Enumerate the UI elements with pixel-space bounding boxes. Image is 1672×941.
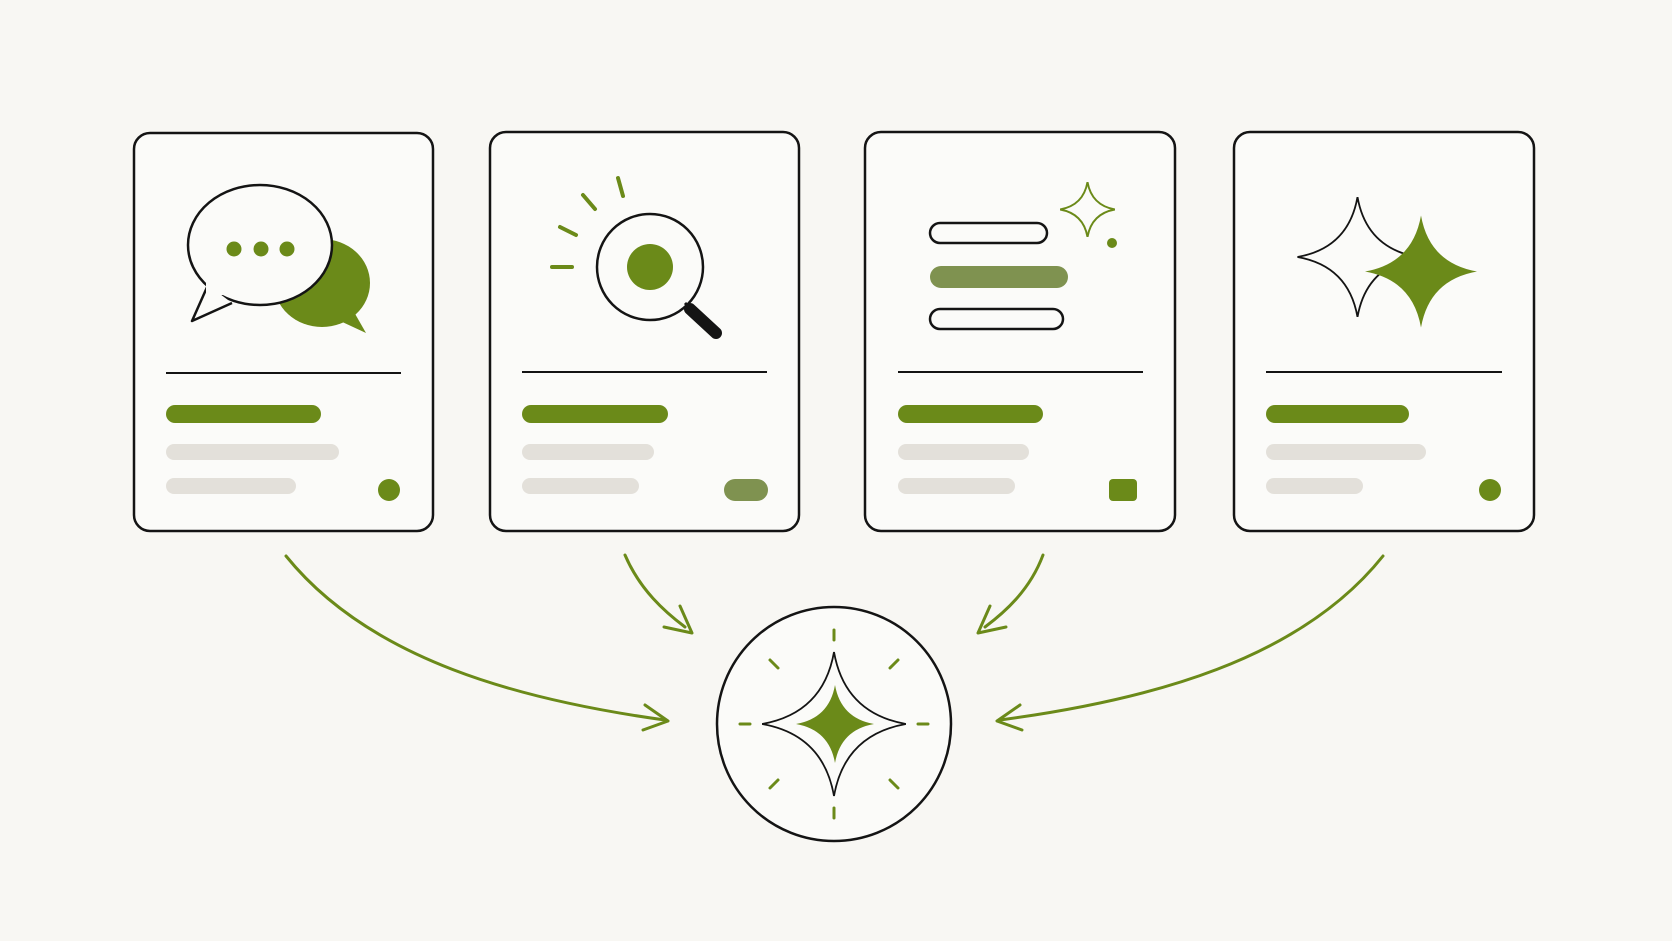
status-dot — [378, 479, 400, 501]
text-placeholder-bar — [522, 444, 654, 460]
status-pill — [724, 479, 768, 501]
title-placeholder-bar — [166, 405, 321, 423]
title-placeholder-bar — [898, 405, 1043, 423]
card-frame — [1232, 130, 1536, 533]
card-search — [488, 130, 801, 533]
title-placeholder-bar — [522, 405, 668, 423]
hub-node — [715, 605, 953, 843]
card-list — [863, 130, 1177, 533]
chat-bubbles-icon — [186, 183, 370, 333]
title-placeholder-bar — [1266, 405, 1409, 423]
text-placeholder-bar — [166, 444, 339, 460]
arrow-from-card-4 — [995, 554, 1385, 732]
status-dot — [1479, 479, 1501, 501]
card-sparkles — [1232, 130, 1536, 533]
text-placeholder-bar — [522, 478, 639, 494]
text-placeholder-bar — [1266, 444, 1426, 460]
central-sparkle-icon — [738, 628, 930, 820]
text-placeholder-bar — [898, 444, 1029, 460]
connector-arrows — [284, 553, 1385, 732]
text-placeholder-bar — [166, 478, 296, 494]
card-frame — [488, 130, 801, 533]
arrow-from-card-2 — [623, 553, 694, 635]
status-square — [1109, 479, 1137, 501]
card-chat — [132, 131, 435, 533]
arrow-from-card-3 — [976, 553, 1045, 635]
list-sparkle-icon — [928, 182, 1117, 331]
magnifier-focus-icon — [550, 176, 722, 339]
text-placeholder-bar — [898, 478, 1015, 494]
arrow-from-card-1 — [284, 554, 670, 732]
card-frame — [863, 130, 1177, 533]
text-placeholder-bar — [1266, 478, 1363, 494]
